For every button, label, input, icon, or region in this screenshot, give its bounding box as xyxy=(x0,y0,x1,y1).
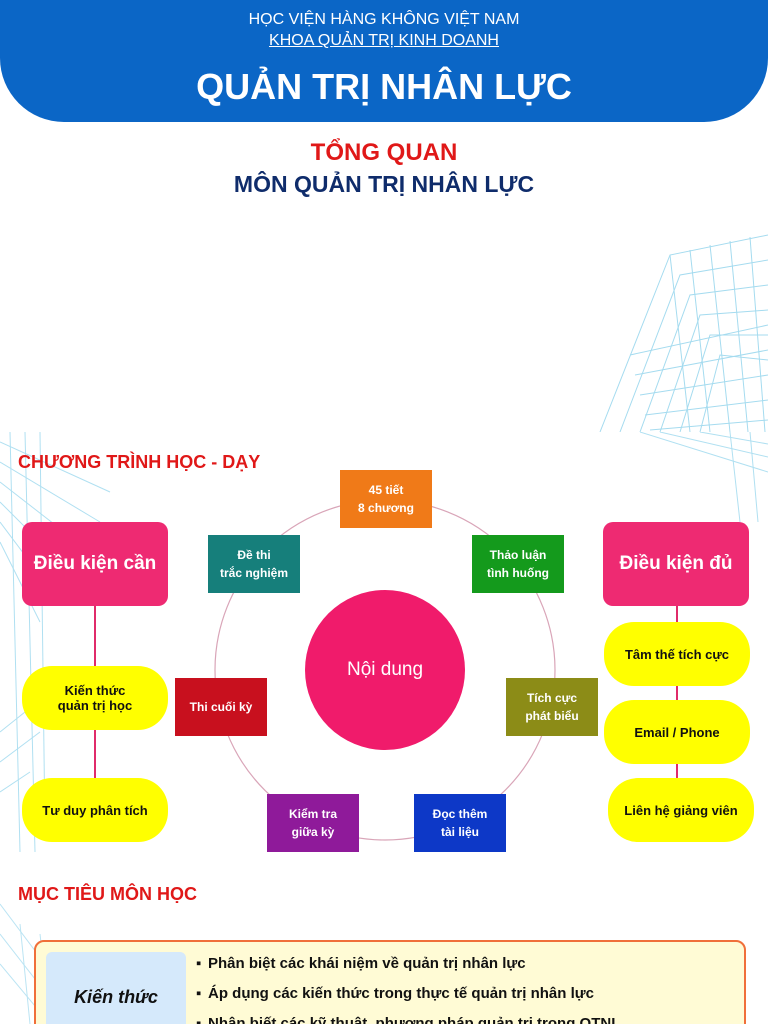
overview-title: TỔNG QUAN xyxy=(310,139,458,166)
objectives-list: ▪ Phân biệt các khái niệm về quản trị nhâ… xyxy=(196,952,620,1024)
list-item: ▪ Áp dụng các kiến thức trong thực tế quả… xyxy=(196,982,620,1012)
right-item: Tâm thế tích cực xyxy=(604,622,750,686)
slide-program: CHƯƠNG TRÌNH HỌC - DẠY Nội dung 45 tiết … xyxy=(0,432,768,864)
node-de-thi: Đề thi trắc nghiệm xyxy=(208,535,300,593)
institution-name: HỌC VIỆN HÀNG KHÔNG VIỆT NAM xyxy=(248,11,520,28)
bullet-icon: ▪ xyxy=(196,955,202,972)
right-wireframe-decoration xyxy=(640,432,768,522)
condition-necessary-header: Điều kiện cần xyxy=(22,522,168,606)
list-item: ▪ Phân biệt các khái niệm về quản trị nhâ… xyxy=(196,952,620,982)
node-kiem-tra: Kiểm tra giữa kỳ xyxy=(267,794,359,852)
overview-subtitle: MÔN QUẢN TRỊ NHÂN LỰC xyxy=(233,171,535,197)
center-node: Nội dung xyxy=(305,590,465,750)
knowledge-label: Kiến thức xyxy=(46,952,186,1024)
right-item: Liên hệ giảng viên xyxy=(608,778,754,842)
right-item: Email / Phone xyxy=(604,700,750,764)
node-thao-luan: Thảo luận tình huống xyxy=(472,535,564,593)
header-banner xyxy=(0,0,768,122)
node-tich-cuc: Tích cực phát biểu xyxy=(506,678,598,736)
faculty-link[interactable]: KHOA QUẢN TRỊ KINH DOANH xyxy=(269,32,499,49)
node-45-tiet: 45 tiết 8 chương xyxy=(340,470,432,528)
course-title: QUẢN TRỊ NHÂN LỰC xyxy=(196,66,572,107)
objective-text: Áp dụng các kiến thức trong thực tế quản… xyxy=(208,985,594,1002)
bullet-icon: ▪ xyxy=(196,1015,202,1024)
node-doc-them: Đọc thêm tài liệu xyxy=(414,794,506,852)
bullet-icon: ▪ xyxy=(196,985,202,1002)
list-item: ▪ Nhận biết các kỹ thuật, phương pháp quả… xyxy=(196,1012,620,1024)
right-connector xyxy=(676,604,678,780)
condition-sufficient-header: Điều kiện đủ xyxy=(603,522,749,606)
objective-text: Phân biệt các khái niệm về quản trị nhân… xyxy=(208,955,526,972)
left-item: Tư duy phân tích xyxy=(22,778,168,842)
node-thi-cuoi-ky: Thi cuối kỳ xyxy=(175,678,267,736)
slide-cover: HỌC VIỆN HÀNG KHÔNG VIỆT NAM KHOA QUẢN T… xyxy=(0,0,768,432)
objective-text: Nhận biết các kỹ thuật, phương pháp quản… xyxy=(208,1015,621,1024)
building-wireframe-decoration xyxy=(599,234,768,432)
objectives-title: MỤC TIÊU MÔN HỌC xyxy=(18,884,197,904)
section-title: CHƯƠNG TRÌNH HỌC - DẠY xyxy=(18,452,261,472)
slide-objectives: MỤC TIÊU MÔN HỌC Kiến thức ▪ Phân biệt cá… xyxy=(0,864,768,1024)
left-item: Kiến thức quản trị học xyxy=(22,666,168,730)
